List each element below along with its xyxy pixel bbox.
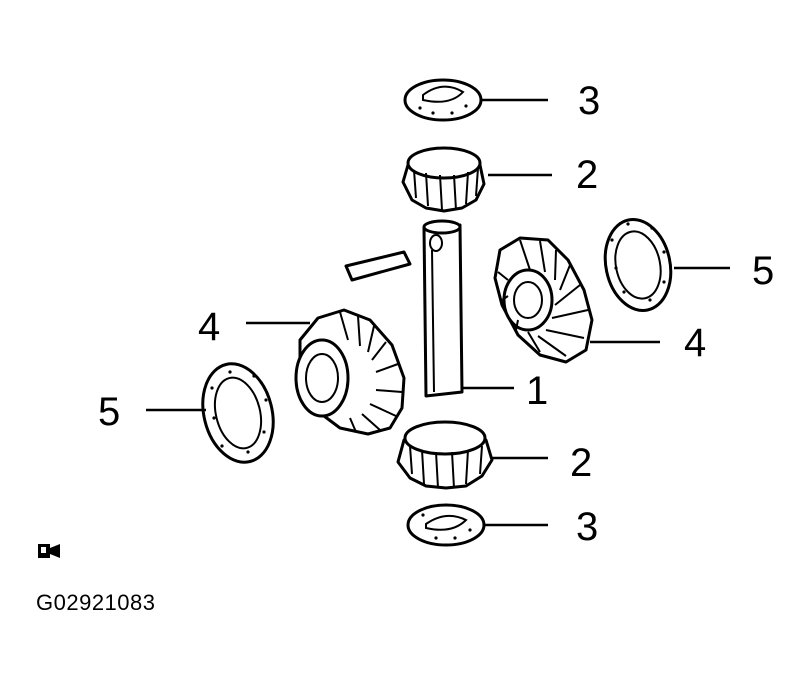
callout-2-top: 2 <box>576 153 598 197</box>
callout-3-bottom: 3 <box>576 505 598 549</box>
callout-4-left: 4 <box>198 305 220 349</box>
callout-5-left: 5 <box>98 390 120 434</box>
pinion-thrust-washer-top <box>403 78 483 122</box>
callout-5-right: 5 <box>752 249 774 293</box>
pinion-thrust-washer-bottom <box>406 503 486 547</box>
side-gear-thrust-washer-right <box>603 218 673 312</box>
pinion-gear-top <box>401 146 486 213</box>
pinion-shaft <box>422 219 464 398</box>
lock-pin <box>344 250 412 282</box>
side-gear-right <box>493 236 594 364</box>
callout-2-bottom: 2 <box>570 441 592 485</box>
side-gear-thrust-washer-left <box>201 362 275 464</box>
pinion-gear-bottom <box>396 420 494 490</box>
callout-1: 1 <box>526 369 548 413</box>
callout-4-right: 4 <box>684 321 706 365</box>
side-gear-left <box>294 308 406 436</box>
camera-symbol-icon <box>38 544 60 558</box>
figure-id: G02921083 <box>36 590 156 615</box>
callout-3-top: 3 <box>578 79 600 123</box>
